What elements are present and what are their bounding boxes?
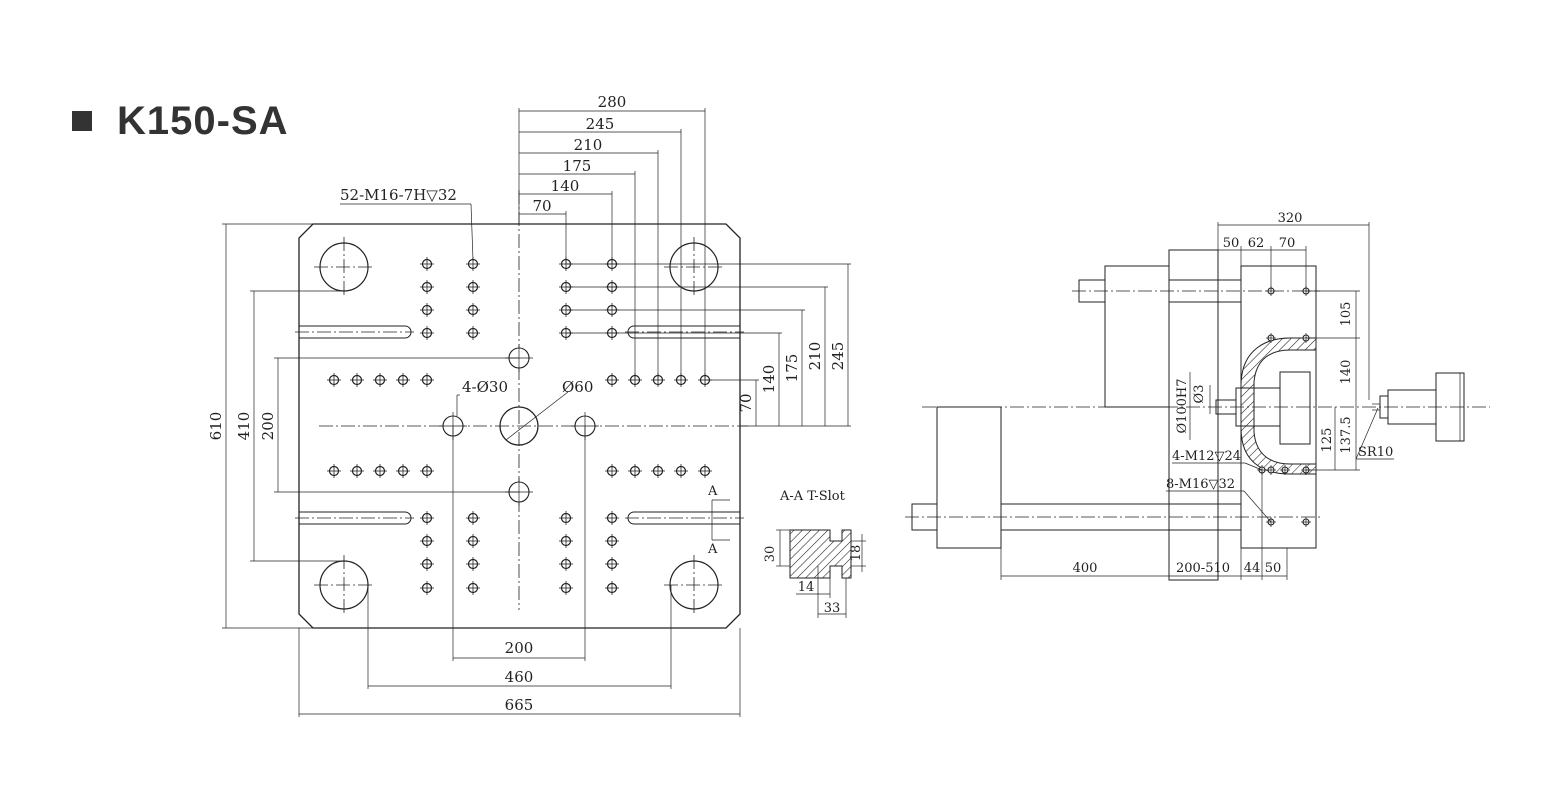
bottom-dimensions bbox=[298, 426, 741, 717]
side-holes bbox=[1256, 285, 1312, 528]
sr-label: SR10 bbox=[1358, 445, 1393, 460]
side-dim-70: 70 bbox=[1279, 236, 1296, 251]
moving-platen bbox=[1168, 249, 1219, 581]
side-top-dimensions bbox=[1217, 222, 1370, 400]
side-dim-44: 44 bbox=[1244, 561, 1261, 576]
side-dim-200-510: 200-510 bbox=[1176, 561, 1230, 576]
dim-top-175: 175 bbox=[563, 157, 592, 175]
dim-right-245: 245 bbox=[829, 342, 847, 371]
platen-front-view: 280 245 210 175 140 70 245 210 175 140 7… bbox=[207, 93, 851, 717]
platen-outline bbox=[298, 223, 741, 629]
center-bore bbox=[499, 406, 539, 446]
dim-right-140: 140 bbox=[760, 365, 778, 394]
top-dimensions bbox=[518, 108, 706, 380]
title-bar: K150-SA bbox=[72, 96, 289, 146]
right-dimensions bbox=[566, 263, 851, 427]
dim-left-200: 200 bbox=[259, 412, 277, 441]
left-dimensions bbox=[222, 223, 519, 629]
dim-bottom-665: 665 bbox=[505, 696, 534, 714]
side-dim-105: 105 bbox=[1339, 302, 1354, 327]
tie-bar-hole bbox=[663, 554, 725, 616]
title-square-icon bbox=[72, 111, 92, 131]
tie-bar-hole bbox=[663, 236, 725, 298]
holes-note: 52-M16-7H▽32 bbox=[340, 186, 457, 204]
page-title: K150-SA bbox=[117, 98, 289, 143]
dim-top-280: 280 bbox=[598, 93, 627, 111]
upper-bracket bbox=[1104, 265, 1170, 408]
bore-label: Ø100H7 bbox=[1175, 378, 1190, 433]
dim-top-70: 70 bbox=[532, 197, 551, 215]
lower-cylinder bbox=[936, 406, 1002, 549]
section-title: A-A T-Slot bbox=[779, 489, 846, 504]
tie-bar-hole bbox=[313, 554, 375, 616]
side-dim-320: 320 bbox=[1278, 211, 1303, 226]
dim-right-70: 70 bbox=[737, 393, 755, 412]
side-dim-50-b: 50 bbox=[1265, 561, 1282, 576]
threads-1-note: 4-M12▽24 bbox=[1172, 449, 1241, 464]
dim-top-245: 245 bbox=[586, 115, 615, 133]
side-dim-62: 62 bbox=[1248, 236, 1265, 251]
tie-bar-hole bbox=[313, 236, 375, 298]
section-marker-bottom: A bbox=[707, 542, 718, 557]
dim-right-210: 210 bbox=[806, 342, 824, 371]
dim-left-610: 610 bbox=[207, 412, 225, 441]
side-dim-400: 400 bbox=[1073, 561, 1098, 576]
side-view: 320 50 62 70 105 140 125 137.5 Ø100H7 Ø3… bbox=[905, 211, 1490, 581]
dim-top-140: 140 bbox=[551, 177, 580, 195]
side-dim-137-5: 137.5 bbox=[1339, 416, 1354, 453]
bore-small-label: Ø3 bbox=[1192, 385, 1207, 404]
section-dim-33: 33 bbox=[824, 601, 841, 616]
side-dim-140: 140 bbox=[1339, 360, 1354, 385]
dim-left-410: 410 bbox=[235, 412, 253, 441]
dim-top-210: 210 bbox=[574, 136, 603, 154]
center-bore-label: Ø60 bbox=[562, 378, 593, 396]
side-dim-50: 50 bbox=[1223, 236, 1240, 251]
dim-bottom-200: 200 bbox=[505, 639, 534, 657]
threads-2-note: 8-M16▽32 bbox=[1166, 477, 1235, 492]
section-dim-30: 30 bbox=[763, 546, 778, 563]
dim-bottom-460: 460 bbox=[505, 668, 534, 686]
t-slot-section: A-A T-Slot 30 18 14 33 bbox=[763, 489, 866, 618]
side-dim-125: 125 bbox=[1320, 428, 1335, 453]
t-slot bbox=[295, 325, 744, 525]
center-holes-label: 4-Ø30 bbox=[462, 378, 508, 396]
side-bottom-dimensions bbox=[1000, 470, 1288, 580]
section-marker bbox=[711, 499, 730, 541]
dim-right-175: 175 bbox=[783, 354, 801, 383]
section-dim-18: 18 bbox=[849, 545, 864, 562]
side-right-dimensions bbox=[1306, 290, 1360, 471]
section-dim-14: 14 bbox=[798, 580, 815, 595]
section-marker-top: A bbox=[707, 484, 718, 499]
